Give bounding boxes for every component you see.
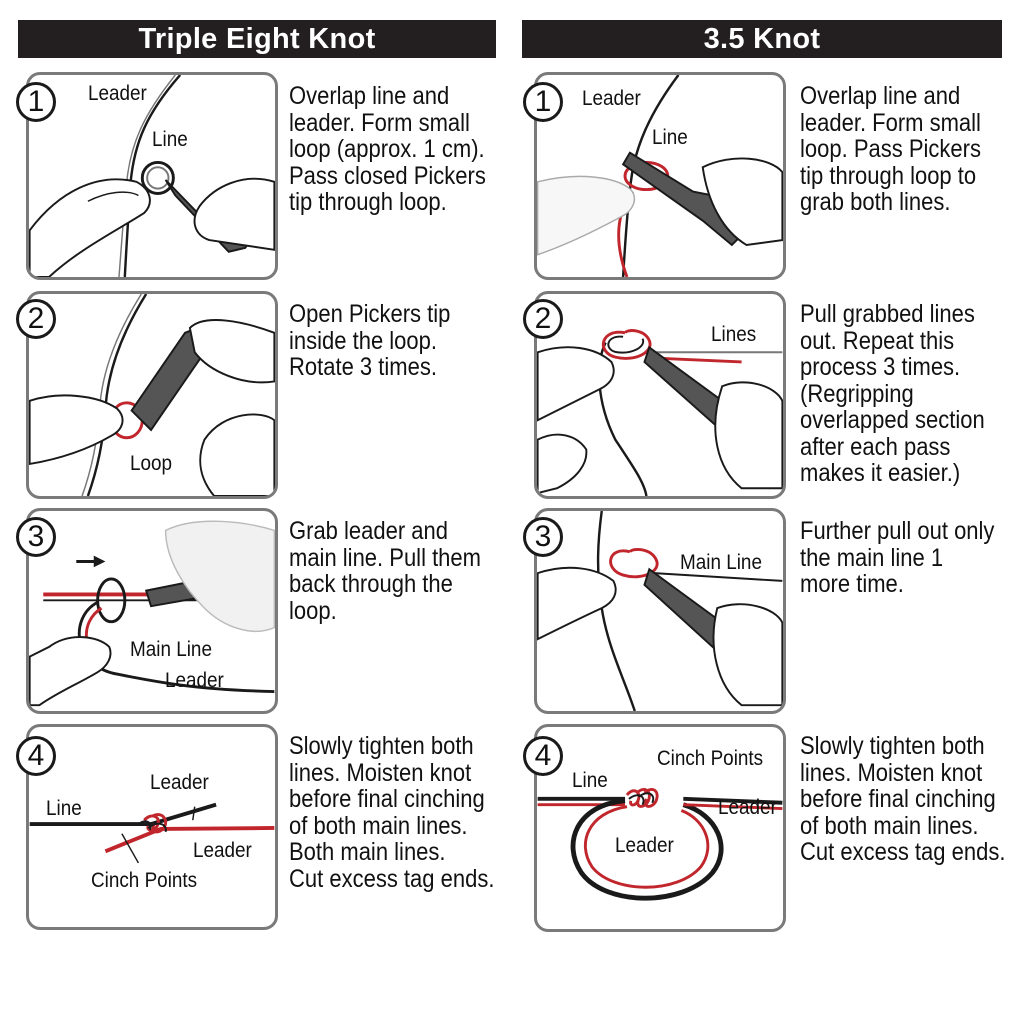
left-step-2-label-loop: Loop: [130, 452, 173, 475]
right-step-2-drawing: [537, 329, 783, 496]
left-step-4-label-line: Line: [46, 797, 82, 820]
right-step-1-label-leader: Leader: [582, 87, 641, 110]
right-step-4-label-leader-right: Leader: [718, 796, 777, 819]
triple-eight-knot-header: Triple Eight Knot: [18, 20, 496, 58]
right-step-1-label-line: Line: [652, 126, 688, 149]
left-step-3-label-main-line: Main Line: [130, 638, 212, 661]
left-step-3-number: 3: [16, 517, 56, 557]
three-point-five-knot-header: 3.5 Knot: [522, 20, 1002, 58]
right-step-4-drawing: [537, 788, 783, 901]
left-step-1-illustration: [26, 72, 278, 280]
right-step-1-illustration: [534, 72, 786, 280]
left-step-3-illustration: [26, 508, 278, 714]
left-step-1-drawing: [29, 75, 275, 277]
left-step-2-illustration: [26, 291, 278, 499]
left-step-1-label-line: Line: [152, 128, 188, 151]
right-step-4-label-leader-center: Leader: [615, 834, 674, 857]
right-step-1-drawing: [537, 75, 783, 277]
right-step-3-label-main-line: Main Line: [680, 551, 762, 574]
left-step-4-label-leader-top: Leader: [150, 771, 209, 794]
right-step-2-label-lines: Lines: [711, 323, 757, 346]
right-step-3-number: 3: [523, 517, 563, 557]
left-step-4-drawing: [29, 802, 275, 864]
left-step-3-drawing: [29, 520, 275, 707]
left-step-4-label-leader-bottom: Leader: [193, 839, 252, 862]
right-step-4-label-line: Line: [572, 769, 608, 792]
right-step-1-number: 1: [523, 82, 563, 122]
right-step-4-number: 4: [523, 736, 563, 776]
left-step-4-number: 4: [16, 736, 56, 776]
right-step-3-illustration: [534, 508, 786, 714]
right-step-2-illustration: [534, 291, 786, 499]
right-step-2-number: 2: [523, 299, 563, 339]
left-step-4-illustration: [26, 724, 278, 930]
right-step-3-drawing: [537, 511, 783, 711]
left-step-4-label-cinch-points: Cinch Points: [91, 869, 198, 892]
right-step-4-label-cinch-points: Cinch Points: [657, 747, 764, 770]
left-step-3-label-leader: Leader: [165, 669, 224, 692]
left-step-2-drawing: [29, 294, 275, 496]
left-step-1-number: 1: [16, 82, 56, 122]
left-step-1-label-leader: Leader: [88, 82, 147, 105]
left-step-2-number: 2: [16, 299, 56, 339]
right-step-4-illustration: [534, 724, 786, 932]
